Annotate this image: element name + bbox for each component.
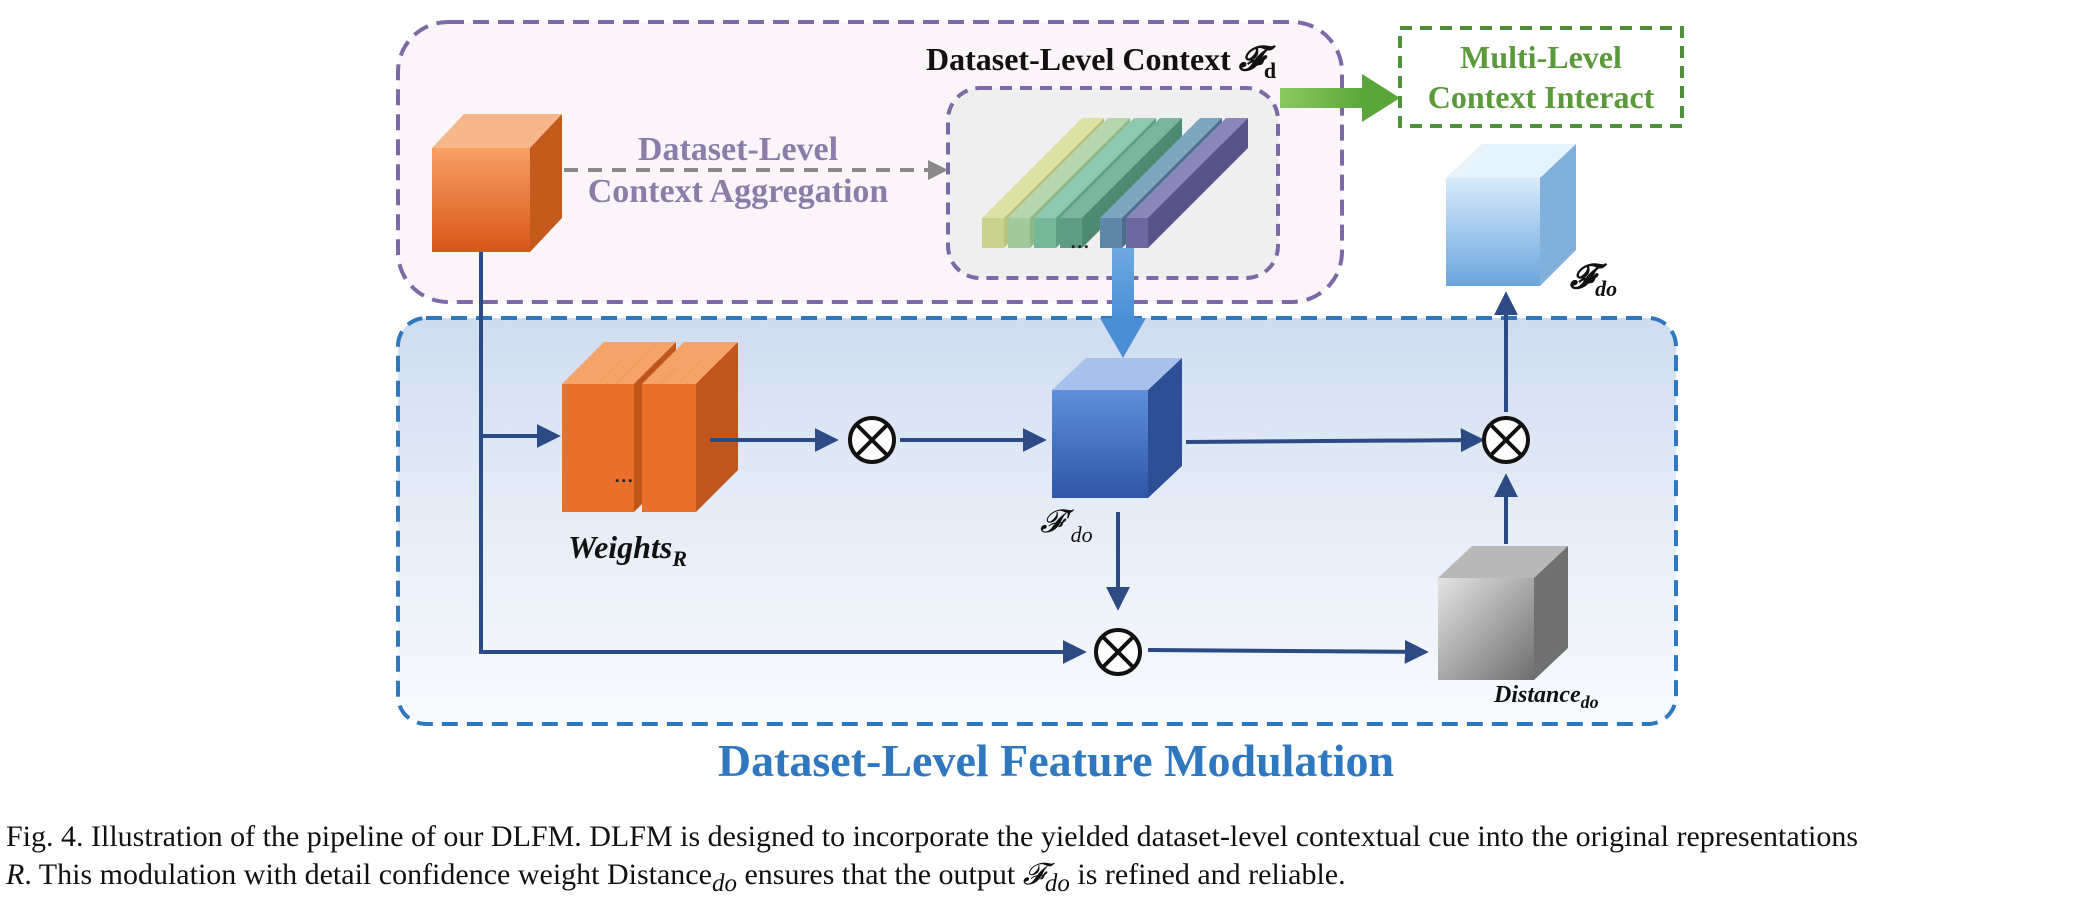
context-slab xyxy=(980,78,1002,218)
interact-label-line1: Multi-Level xyxy=(1460,39,1622,75)
context-slab xyxy=(1060,118,1182,218)
context-slab xyxy=(982,218,1004,248)
context-slab xyxy=(1126,118,1248,218)
input-feature-cube xyxy=(432,114,562,252)
figure-caption: Fig. 4. Illustration of the pipeline of … xyxy=(6,818,2072,903)
diagram-title: Dataset-Level Feature Modulation xyxy=(718,735,1394,786)
interact-label-line2: Context Interact xyxy=(1428,79,1655,115)
weights-stack xyxy=(562,342,738,512)
context-feature-slabs xyxy=(980,78,1248,248)
fprime-label: 𝓕′do xyxy=(1040,503,1093,547)
context-ellipsis: ... xyxy=(1070,225,1090,254)
aggregation-label-line1: Dataset-Level xyxy=(638,131,838,168)
otimes-output xyxy=(1482,416,1530,464)
aggregation-label-line2: Context Aggregation xyxy=(588,173,889,210)
caption-line-1: Fig. 4. Illustration of the pipeline of … xyxy=(6,820,1859,853)
multi-level-interact-box xyxy=(1398,26,1684,128)
context-slab xyxy=(982,118,1104,218)
context-slab xyxy=(1126,218,1148,248)
caption-line-2: R. This modulation with detail confidenc… xyxy=(6,858,1346,897)
fprime-to-right-otimes-arrow xyxy=(1185,428,1485,453)
distance-cube xyxy=(1438,546,1568,680)
context-slab xyxy=(1100,218,1122,248)
bottom-otimes-to-distance-arrow xyxy=(1147,639,1429,664)
green-arrow xyxy=(1280,74,1400,122)
context-slab xyxy=(1008,218,1030,248)
context-slab xyxy=(1148,118,1248,248)
context-slab xyxy=(1008,118,1130,218)
context-slab xyxy=(1100,118,1222,218)
fprime-cube xyxy=(1052,358,1182,498)
otimes-distance xyxy=(1094,628,1142,676)
context-title: Dataset-Level Context 𝓕d xyxy=(926,41,1277,83)
distance-label: Distancedo xyxy=(1493,682,1599,712)
weights-ellipsis: ... xyxy=(614,459,634,488)
fdo-label: 𝓕do xyxy=(1569,259,1617,301)
context-slab xyxy=(1034,218,1056,248)
context-slab xyxy=(1060,218,1082,248)
output-cube-fdo xyxy=(1446,144,1576,286)
otimes-weights xyxy=(848,416,896,464)
context-to-fprime-arrow xyxy=(1100,248,1146,358)
context-slab xyxy=(1034,118,1156,218)
weights-label: WeightsR xyxy=(568,529,687,571)
